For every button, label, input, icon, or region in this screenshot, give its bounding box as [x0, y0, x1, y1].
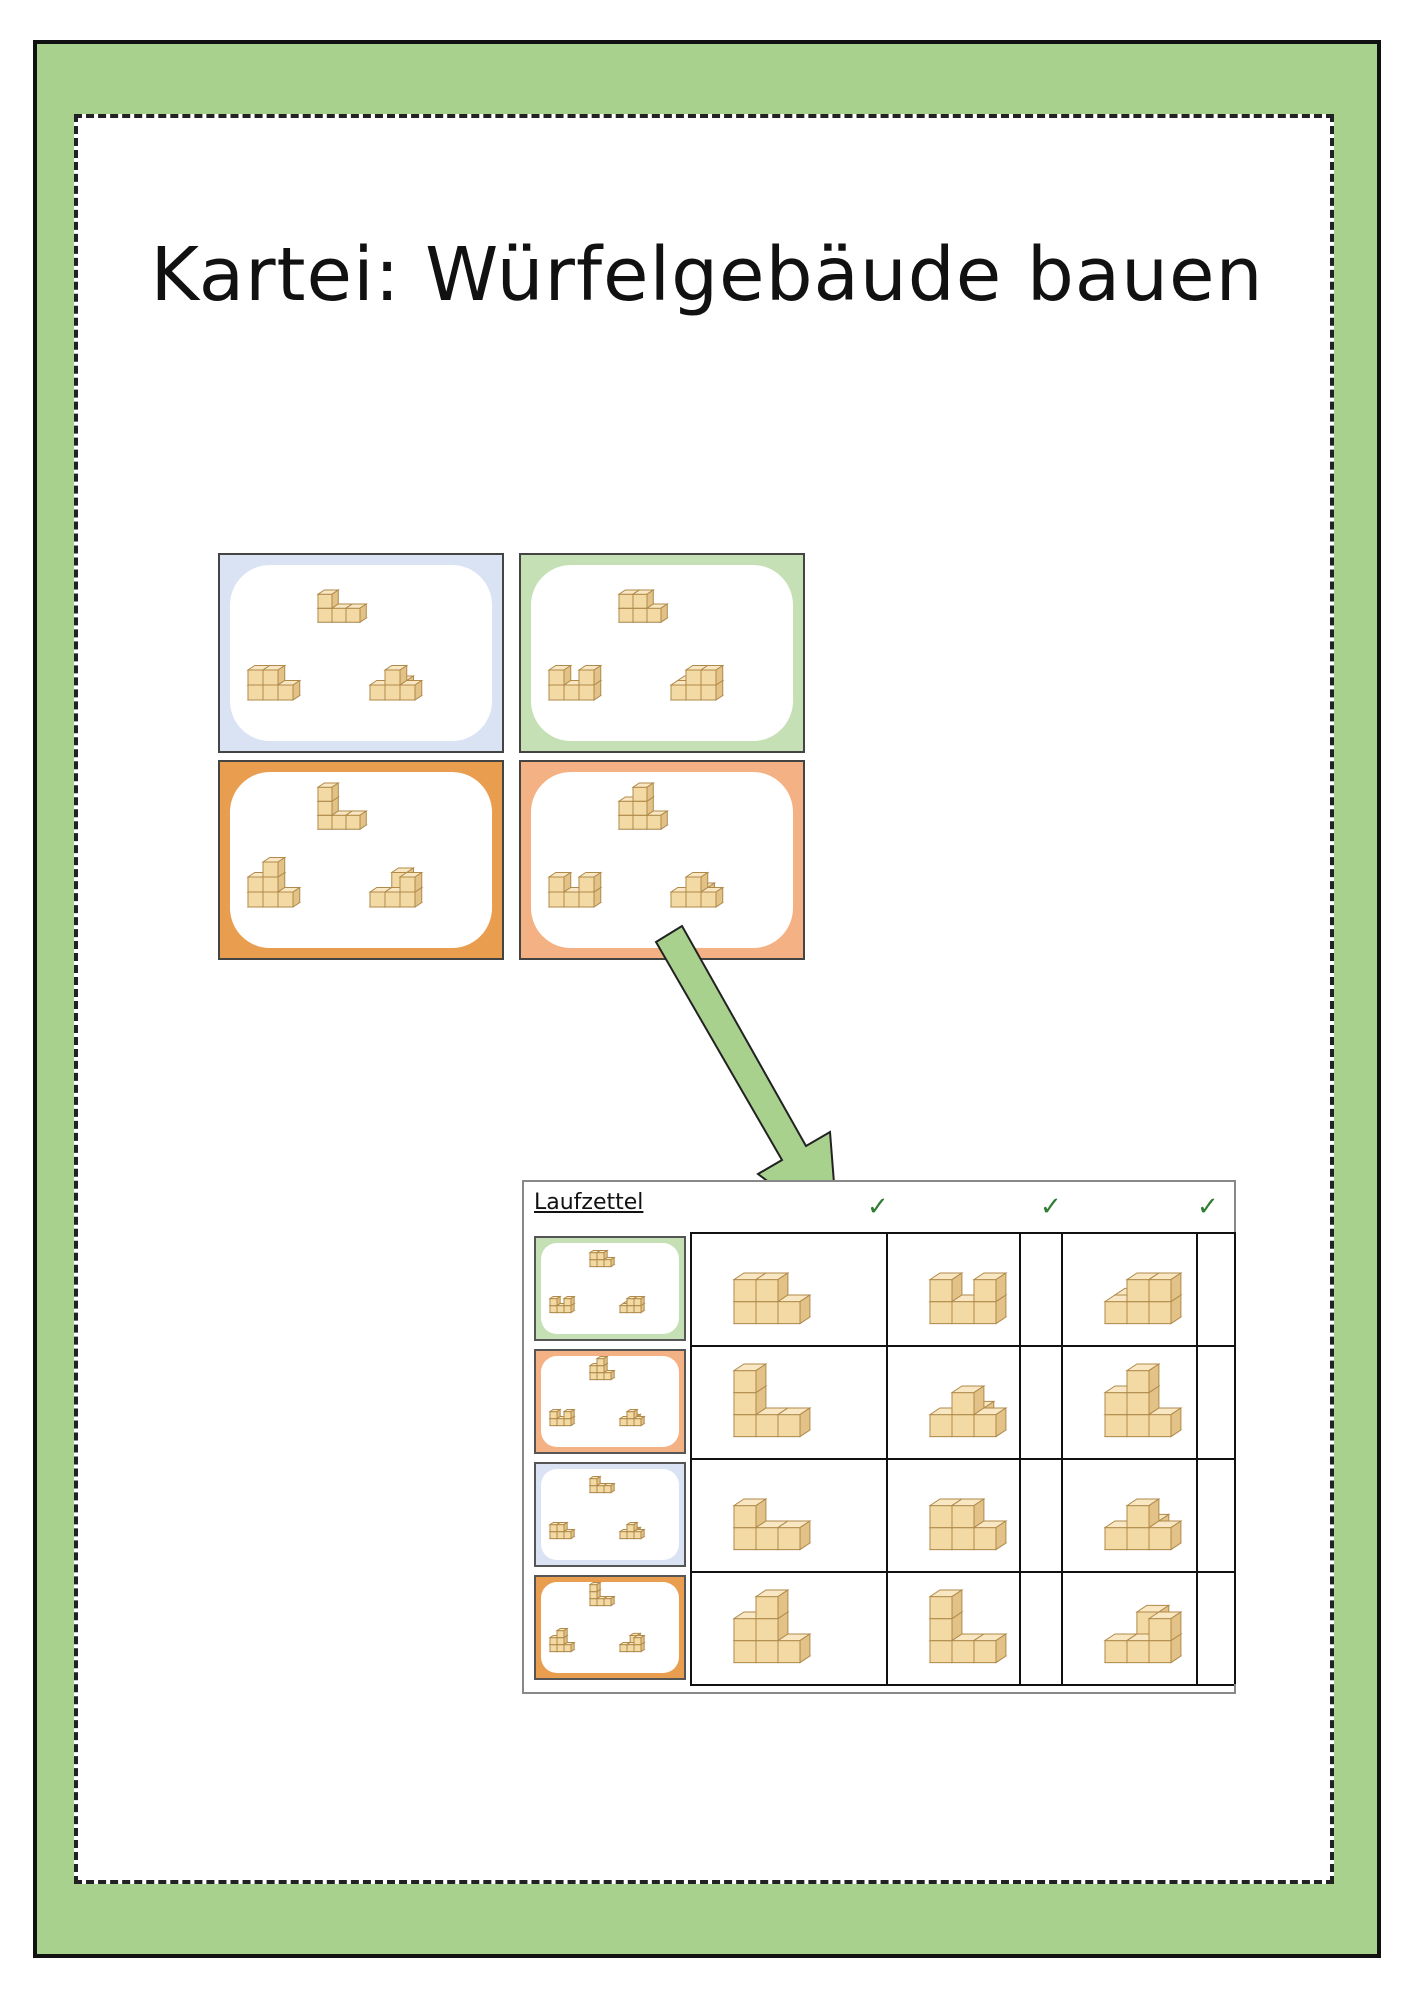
- cube-building-icon: [1103, 1272, 1183, 1325]
- cube-building-icon: [1103, 1498, 1183, 1551]
- mini-card: [534, 1462, 686, 1567]
- cube-building-icon: [732, 1589, 812, 1664]
- cube-building-icon: [617, 782, 669, 831]
- card-light-orange: [519, 760, 805, 960]
- cube-building-icon: [547, 871, 603, 908]
- cube-building-icon: [928, 1272, 1008, 1325]
- cube-building-icon: [588, 1475, 616, 1494]
- card-blue: [218, 553, 504, 753]
- cube-building-icon: [618, 1295, 646, 1314]
- grid-line: [1196, 1232, 1198, 1684]
- grid-line: [690, 1232, 1234, 1234]
- card-inner: [531, 565, 793, 741]
- card-inner: [230, 565, 492, 741]
- grid-line: [1019, 1232, 1021, 1684]
- page-title: Kartei: Würfelgebäude bauen: [150, 232, 1264, 318]
- cube-building-icon: [928, 1589, 1008, 1664]
- cube-building-icon: [316, 782, 368, 831]
- cube-building-icon: [588, 1581, 616, 1607]
- grid-line: [1061, 1232, 1063, 1684]
- sheet-title: Laufzettel: [534, 1190, 644, 1215]
- grid-line: [690, 1571, 1234, 1573]
- grid-line: [690, 1345, 1234, 1347]
- mini-card: [534, 1236, 686, 1341]
- cube-building-icon: [732, 1498, 812, 1551]
- cube-building-icon: [1103, 1604, 1183, 1664]
- card-inner: [531, 772, 793, 948]
- cube-building-icon: [732, 1272, 812, 1325]
- cube-building-icon: [246, 856, 302, 908]
- cube-building-icon: [368, 664, 424, 701]
- cube-building-icon: [588, 1355, 616, 1381]
- cube-building-icon: [617, 589, 669, 624]
- cube-building-icon: [618, 1408, 646, 1427]
- cube-building-icon: [547, 664, 603, 701]
- cube-building-icon: [669, 871, 725, 908]
- cube-building-icon: [618, 1521, 646, 1540]
- cube-building-icon: [928, 1385, 1008, 1438]
- cube-building-icon: [669, 664, 725, 701]
- check-icon: ✓: [867, 1192, 889, 1222]
- mini-card: [534, 1575, 686, 1680]
- card-dark-orange: [218, 760, 504, 960]
- cube-building-icon: [928, 1498, 1008, 1551]
- laufzettel-sheet: Laufzettel ✓ ✓ ✓: [522, 1180, 1236, 1694]
- cube-building-icon: [368, 867, 424, 908]
- grid-line: [886, 1232, 888, 1684]
- cube-building-icon: [548, 1521, 576, 1540]
- cube-building-icon: [316, 589, 368, 624]
- cube-building-icon: [1103, 1363, 1183, 1438]
- cube-building-icon: [548, 1408, 576, 1427]
- grid-line: [690, 1232, 692, 1684]
- grid-line: [690, 1458, 1234, 1460]
- mini-card: [534, 1349, 686, 1454]
- cube-building-icon: [588, 1249, 616, 1268]
- cube-building-icon: [618, 1632, 646, 1653]
- cube-building-icon: [732, 1363, 812, 1438]
- card-green: [519, 553, 805, 753]
- cube-building-icon: [548, 1295, 576, 1314]
- cube-building-icon: [548, 1627, 576, 1653]
- grid-line: [690, 1684, 1234, 1686]
- check-icon: ✓: [1197, 1192, 1219, 1222]
- check-icon: ✓: [1040, 1192, 1062, 1222]
- cube-building-icon: [246, 664, 302, 701]
- grid-line: [1234, 1232, 1236, 1684]
